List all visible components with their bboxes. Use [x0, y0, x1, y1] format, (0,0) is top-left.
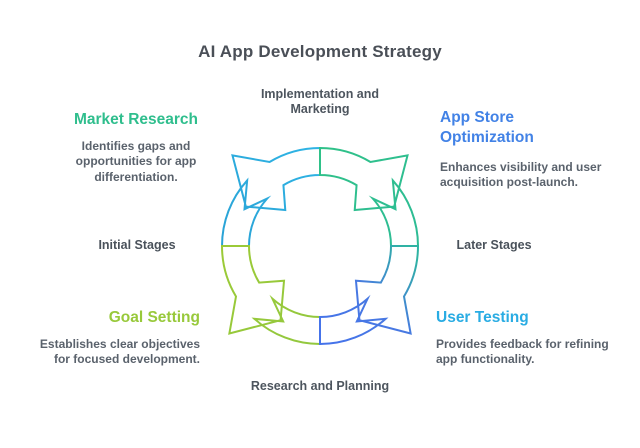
ring-arrow-top-left	[231, 146, 321, 212]
section-goal-setting: Goal Setting Establishes clear objective…	[20, 308, 200, 368]
app-store-optimization-heading: App Store Optimization	[440, 109, 534, 146]
section-user-testing: User Testing Provides feedback for refin…	[436, 308, 618, 368]
user-testing-description: Provides feedback for refining app funct…	[436, 336, 609, 367]
ring-arrow-bottom-right	[354, 245, 420, 335]
ring-band-top-right	[368, 177, 420, 247]
later-stages-label: Later Stages	[456, 238, 532, 252]
market-research-heading: Market Research	[73, 111, 199, 128]
cycle-top-label: Implementation and Marketing	[260, 87, 380, 117]
user-testing-heading: User Testing	[436, 309, 529, 326]
initial-stages-label: Initial Stages	[98, 238, 176, 252]
market-research-description: Identifies gaps and opportunities for ap…	[75, 138, 197, 185]
goal-setting-description: Establishes clear objectives for focused…	[39, 336, 200, 367]
ring-band-top-left	[220, 177, 272, 247]
section-market-research: Market Research Identifies gaps and oppo…	[38, 110, 234, 186]
ring-arrow-top-right	[319, 146, 409, 212]
ring-band-bottom-left	[251, 294, 321, 346]
ring-arrow-bottom-left	[220, 245, 286, 335]
app-store-optimization-description: Enhances visibility and user acquisition…	[440, 159, 602, 190]
page-title: AI App Development Strategy	[198, 42, 442, 61]
section-app-store-optimization: App Store Optimization Enhances visibili…	[440, 108, 620, 191]
cycle-bottom-label: Research and Planning	[250, 379, 390, 393]
ring-band-bottom-right	[319, 294, 389, 346]
goal-setting-heading: Goal Setting	[108, 309, 200, 326]
